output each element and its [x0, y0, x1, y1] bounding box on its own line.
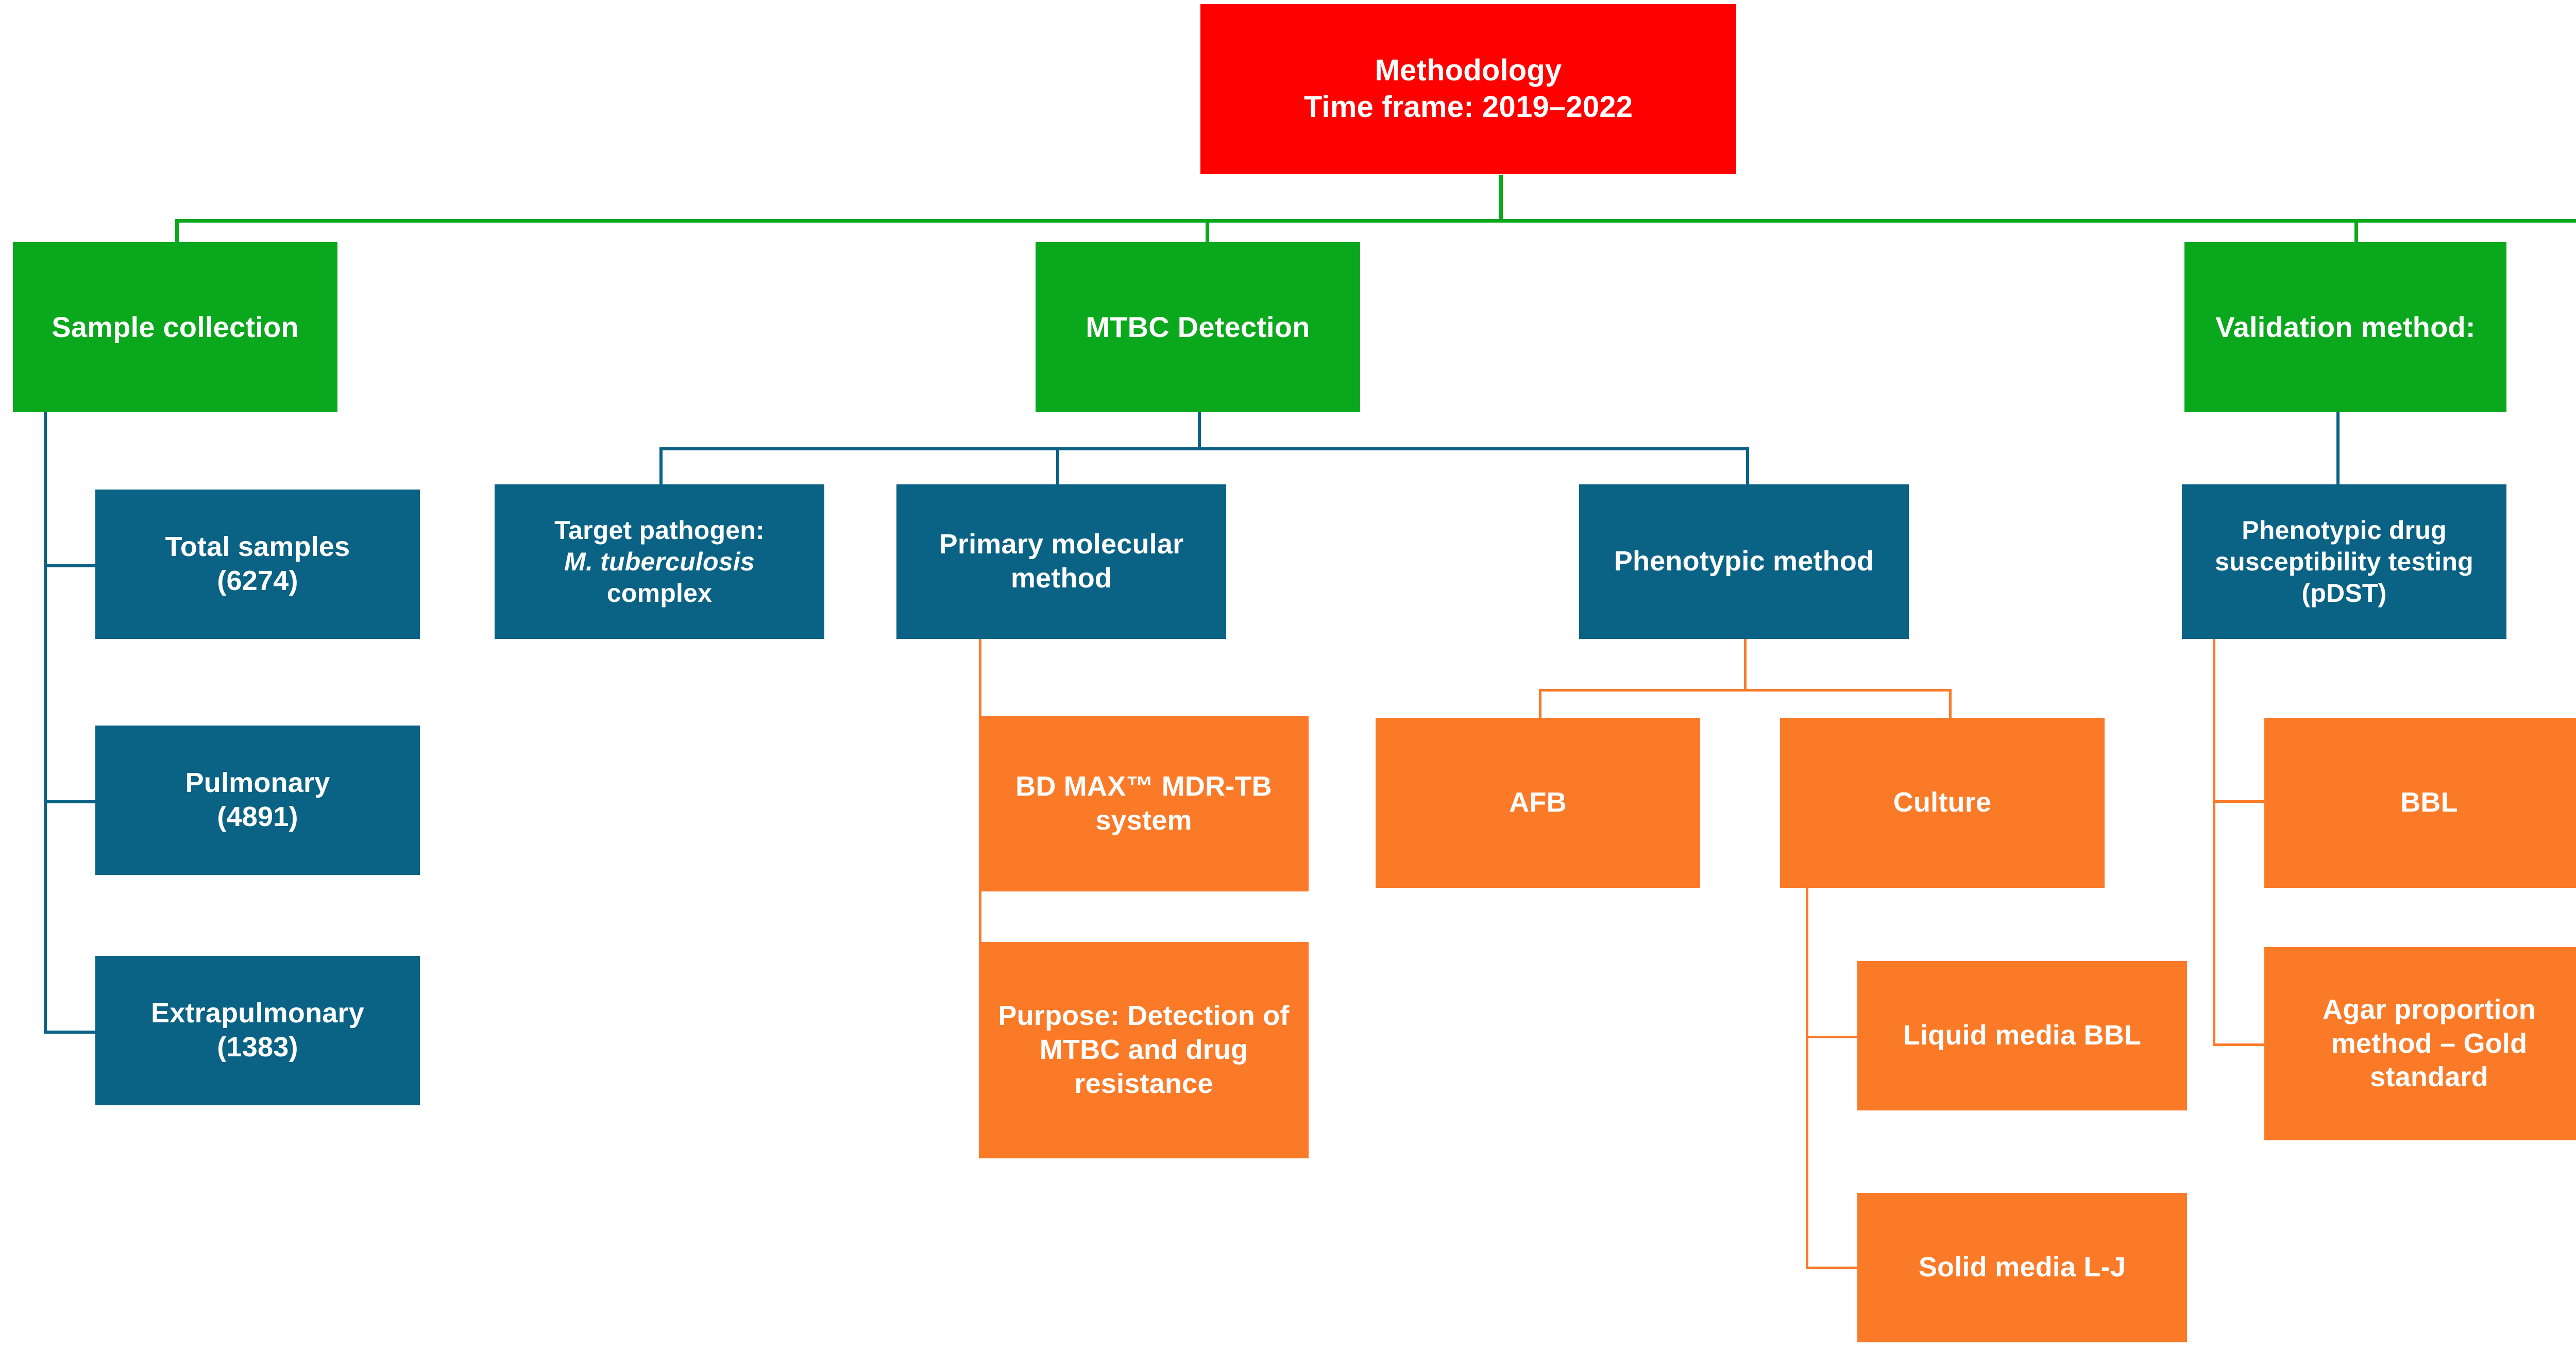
node-primary-molecular-method[interactable]: Primary molecular method	[896, 484, 1226, 639]
solid-media-lj-label: Solid media L-J	[1918, 1252, 2126, 1283]
connector-culture-stub-liquid	[1806, 1036, 1857, 1038]
connector-phenotypic-bus	[1539, 689, 1951, 692]
node-pdst[interactable]: Phenotypic drug susceptibility testing (…	[2182, 484, 2506, 639]
node-total-samples[interactable]: Total samples (6274)	[95, 490, 420, 639]
node-purpose-detection[interactable]: Purpose: Detection of MTBC and drug resi…	[979, 942, 1309, 1158]
mtbc-detection-label: MTBC Detection	[1086, 310, 1310, 343]
node-culture[interactable]: Culture	[1780, 718, 2105, 888]
extrapulmonary-label: Extrapulmonary	[151, 998, 364, 1029]
sample-collection-label: Sample collection	[52, 310, 299, 343]
node-phenotypic-method[interactable]: Phenotypic method	[1579, 484, 1909, 639]
connector-culture-spine	[1806, 888, 1808, 1269]
connector-sample-spine	[44, 412, 47, 1031]
connector-pdst-stub-agar	[2213, 1043, 2264, 1046]
node-solid-media-lj[interactable]: Solid media L-J	[1857, 1193, 2187, 1342]
node-target-pathogen[interactable]: Target pathogen: M. tuberculosis complex	[495, 484, 824, 639]
extrapulmonary-count: (1383)	[217, 1032, 298, 1063]
purpose-detection-label: Purpose: Detection of MTBC and drug resi…	[998, 1000, 1290, 1099]
connector-drop-sample-collection	[175, 219, 179, 259]
pulmonary-label: Pulmonary	[185, 767, 330, 799]
connector-drop-culture	[1949, 689, 1952, 721]
node-bd-max-system[interactable]: BD MAX™ MDR-TB system	[979, 716, 1309, 891]
validation-method-label: Validation method:	[2215, 310, 2476, 343]
root-title: Methodology	[1375, 54, 1562, 88]
culture-label: Culture	[1893, 787, 1992, 818]
connector-sample-stub-3	[44, 1031, 95, 1034]
node-mtbc-detection[interactable]: MTBC Detection	[1036, 242, 1360, 412]
node-agar-proportion[interactable]: Agar proportion method – Gold standard	[2264, 947, 2576, 1140]
root-timeframe: Time frame: 2019–2022	[1303, 90, 1633, 124]
connector-drop-primary-molecular	[1056, 447, 1059, 486]
connector-drop-phenotypic-method	[1746, 447, 1749, 486]
pdst-label: Phenotypic drug susceptibility testing (…	[2215, 515, 2473, 608]
primary-molecular-method-label: Primary molecular method	[939, 529, 1184, 594]
total-samples-label: Total samples	[165, 531, 350, 563]
target-pathogen-species: M. tuberculosis	[564, 547, 755, 576]
connector-mtbc-stem	[1198, 412, 1201, 447]
node-bbl[interactable]: BBL	[2264, 718, 2576, 888]
bd-max-system-label: BD MAX™ MDR-TB system	[1015, 771, 1272, 836]
agar-proportion-label: Agar proportion method – Gold standard	[2323, 993, 2536, 1093]
node-validation-method[interactable]: Validation method:	[2184, 242, 2506, 412]
connector-drop-afb	[1539, 689, 1541, 721]
connector-drop-validation-method	[2354, 219, 2358, 259]
connector-mtbc-bus	[659, 447, 1749, 450]
afb-label: AFB	[1509, 787, 1567, 818]
node-pulmonary[interactable]: Pulmonary (4891)	[95, 726, 420, 875]
connector-pdst-stub-bbl	[2213, 800, 2264, 803]
bbl-label: BBL	[2400, 787, 2458, 818]
connector-validation-stem	[2336, 412, 2340, 484]
node-extrapulmonary[interactable]: Extrapulmonary (1383)	[95, 956, 420, 1105]
connector-drop-mtbc-detection	[1206, 219, 1209, 259]
root-node-methodology[interactable]: Methodology Time frame: 2019–2022	[1200, 4, 1736, 174]
connector-culture-stub-solid	[1806, 1267, 1857, 1269]
connector-root-bus	[175, 219, 2576, 223]
node-liquid-media-bbl[interactable]: Liquid media BBL	[1857, 961, 2187, 1110]
total-samples-count: (6274)	[217, 565, 298, 596]
target-pathogen-label: Target pathogen:	[554, 515, 765, 545]
connector-root-stem	[1499, 175, 1503, 220]
pulmonary-count: (4891)	[217, 801, 298, 832]
connector-sample-stub-2	[44, 800, 95, 803]
connector-phenotypic-stem	[1744, 639, 1747, 689]
connector-pdst-spine	[2213, 639, 2215, 1043]
node-sample-collection[interactable]: Sample collection	[13, 242, 337, 412]
connector-sample-stub-1	[44, 564, 95, 567]
phenotypic-method-label: Phenotypic method	[1614, 546, 1874, 577]
node-afb[interactable]: AFB	[1376, 718, 1700, 888]
target-pathogen-complex: complex	[606, 578, 713, 608]
liquid-media-bbl-label: Liquid media BBL	[1903, 1020, 2142, 1051]
connector-drop-target-pathogen	[659, 447, 663, 486]
